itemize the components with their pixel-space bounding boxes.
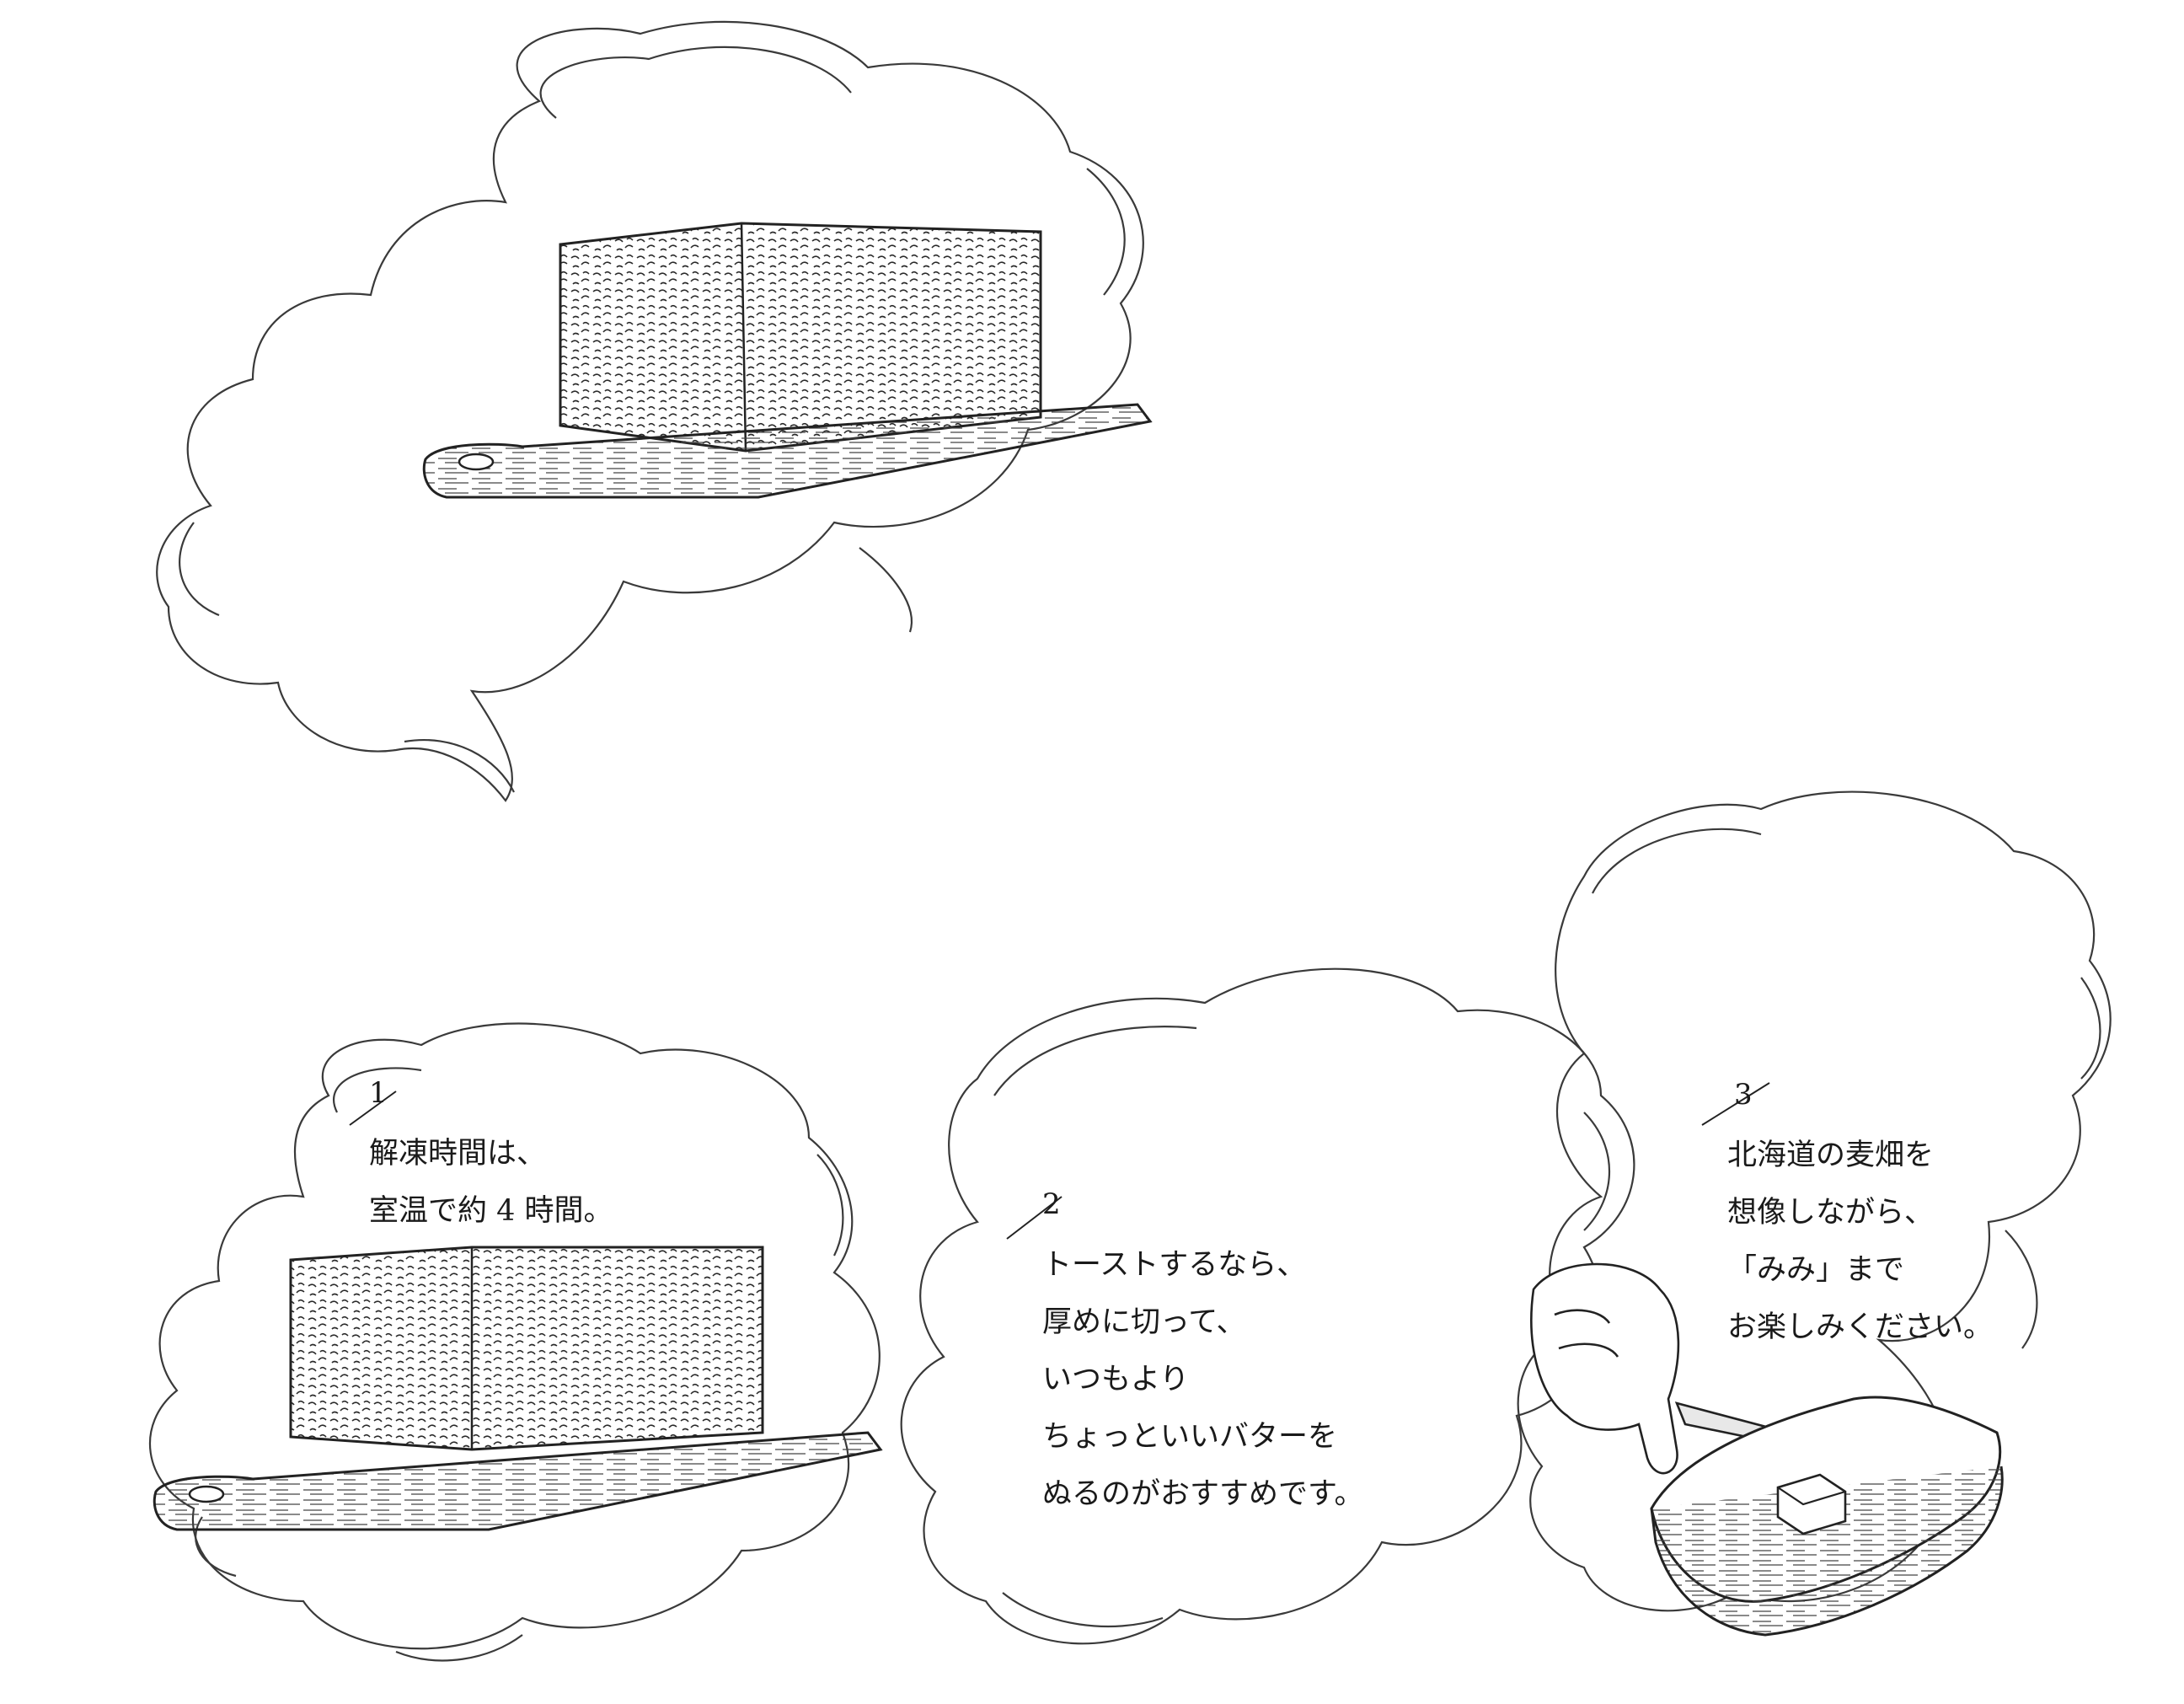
step3-leader xyxy=(1701,1082,1770,1126)
step-3-number: 3 xyxy=(1734,1078,1753,1112)
step-1-number: 1 xyxy=(369,1076,388,1110)
step-number-leaders xyxy=(349,1082,1770,1240)
cutting-board-icon xyxy=(153,1431,883,1531)
step2-leader xyxy=(1006,1196,1063,1240)
step-2-line: ちょっといいバターを xyxy=(1042,1420,1338,1454)
step2-steam-cloud xyxy=(900,967,1635,1645)
step-1-line: 解凍時間は、 xyxy=(369,1137,547,1171)
step-2-line: トーストするなら、 xyxy=(1042,1248,1307,1282)
top-steam-cloud xyxy=(156,20,1144,802)
step-2-line: いつもより xyxy=(1042,1363,1190,1396)
step-3-line: 「みみ」まで xyxy=(1727,1253,1905,1287)
step1-steam-cloud xyxy=(149,1022,881,1662)
step1-leader xyxy=(349,1090,397,1126)
step-2-number: 2 xyxy=(1042,1187,1061,1221)
step-3-line: お楽しみください。 xyxy=(1727,1310,1994,1344)
step-2-line: 厚めに切って、 xyxy=(1042,1305,1246,1339)
step-1-line: 室温で約 4 時間。 xyxy=(369,1194,613,1228)
step-3-line: 北海道の麦畑を xyxy=(1727,1139,1935,1172)
bread-loaf-icon xyxy=(289,1246,764,1451)
cutting-board-icon xyxy=(422,403,1153,499)
step-3-line: 想像しながら、 xyxy=(1727,1196,1935,1230)
step-2-line: ぬるのがおすすめです。 xyxy=(1042,1477,1364,1511)
butter-cube-icon xyxy=(1776,1473,1847,1535)
